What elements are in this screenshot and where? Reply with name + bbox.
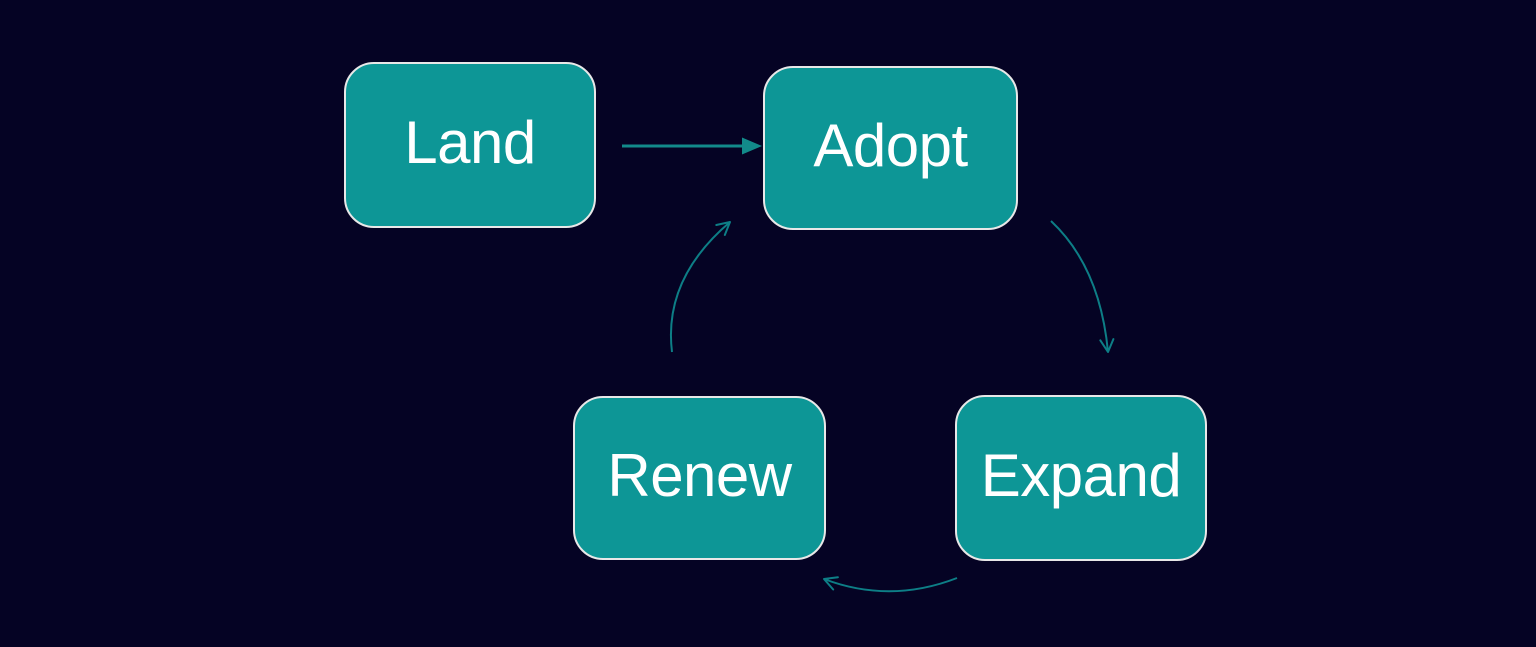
- arrow-land-to-adopt-head: [742, 137, 762, 155]
- arrow-expand-to-renew-line: [823, 577, 958, 593]
- node-expand-label: Expand: [980, 442, 1182, 509]
- node-land-label: Land: [404, 109, 536, 176]
- arrow-adopt-to-expand-head: [1099, 338, 1115, 353]
- node-adopt-label: Adopt: [813, 112, 968, 179]
- node-expand: Expand: [955, 395, 1207, 561]
- arrow-renew-to-adopt: [670, 221, 731, 353]
- arrow-adopt-to-expand: [1050, 220, 1115, 353]
- arrow-expand-to-renew: [823, 576, 958, 593]
- arrow-renew-to-adopt-line: [670, 221, 731, 353]
- node-renew-label: Renew: [607, 442, 792, 509]
- arrow-adopt-to-expand-line: [1050, 220, 1109, 353]
- arrow-renew-to-adopt-head: [715, 221, 731, 236]
- arrow-expand-to-renew-head: [823, 576, 839, 591]
- node-renew: Renew: [573, 396, 826, 560]
- arrow-land-to-adopt: [622, 137, 762, 155]
- node-adopt: Adopt: [763, 66, 1018, 230]
- node-land: Land: [344, 62, 596, 228]
